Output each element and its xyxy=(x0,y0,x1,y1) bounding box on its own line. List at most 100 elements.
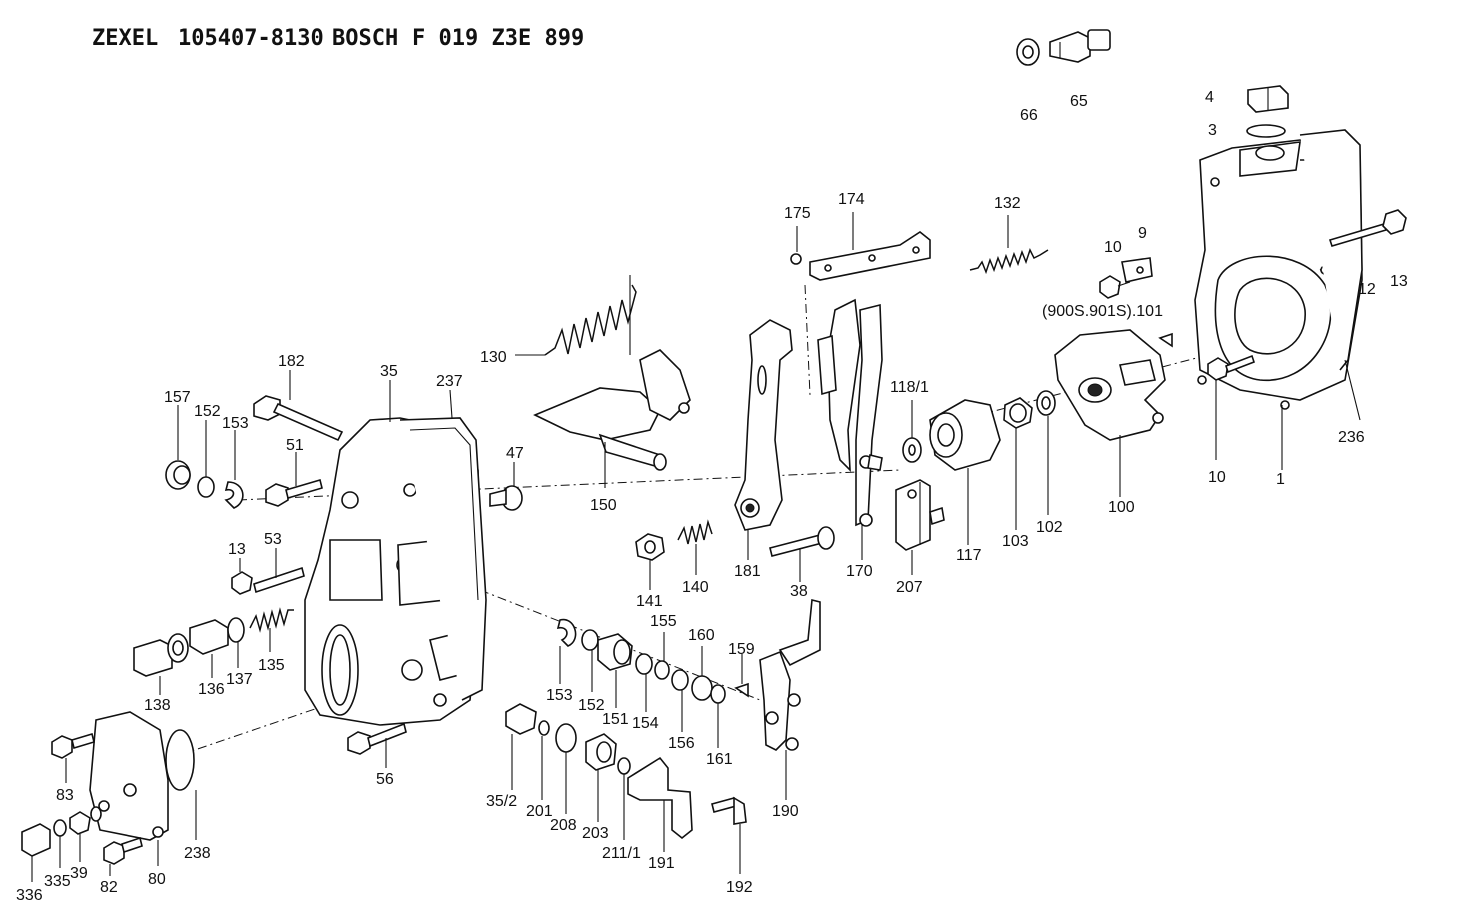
part-208-circlip xyxy=(555,723,577,814)
part-13-nut-right xyxy=(1382,209,1407,235)
callout-238: 238 xyxy=(184,845,211,862)
part-53-stud xyxy=(253,548,305,594)
callout-39: 39 xyxy=(70,865,88,882)
part-154-washer xyxy=(635,653,653,712)
header-brand2: BOSCH xyxy=(332,26,398,51)
callout-182: 182 xyxy=(278,353,305,370)
callout-35: 35 xyxy=(380,363,398,380)
callout-82: 82 xyxy=(100,879,118,896)
part-138-cap-nut xyxy=(133,639,173,695)
part-39-nut xyxy=(69,806,102,862)
callout-141: 141 xyxy=(636,593,663,610)
callout-150: 150 xyxy=(590,497,617,514)
callout-80: 80 xyxy=(148,871,166,888)
callout-900s-901s-101: (900S.901S).101 xyxy=(1042,303,1163,320)
callout-154: 154 xyxy=(632,715,659,732)
part-3-o-ring xyxy=(1246,124,1286,138)
callout-153-lower: 153 xyxy=(546,687,573,704)
part-10-bolt-lower xyxy=(1207,354,1256,460)
part-102-washer xyxy=(1036,390,1056,515)
callout-83: 83 xyxy=(56,787,74,804)
callout-203: 203 xyxy=(582,825,609,842)
part-201-washer xyxy=(538,720,550,800)
header-bosch-no: F 019 Z3E 899 xyxy=(412,26,584,51)
callout-47: 47 xyxy=(506,445,524,462)
part-51-bolt xyxy=(265,452,323,507)
part-160-sleeve xyxy=(691,646,713,701)
part-170-tensioning-lever xyxy=(817,298,883,560)
callout-159: 159 xyxy=(728,641,755,658)
part-9-clamp xyxy=(1121,257,1153,283)
header: ZEXEL 105407-8130 BOSCH F 019 Z3E 899 xyxy=(92,26,584,51)
part-13-nut-left xyxy=(231,558,253,595)
part-156-washer xyxy=(671,669,689,732)
part-65-banjo-bolt xyxy=(1049,29,1111,63)
callout-140: 140 xyxy=(682,579,709,596)
callout-161: 161 xyxy=(706,751,733,768)
header-brand1: ZEXEL xyxy=(92,26,158,51)
part-136-washer xyxy=(167,633,189,663)
callout-3: 3 xyxy=(1208,122,1217,139)
part-100-flyweight-assembly xyxy=(1054,329,1166,497)
part-47-plug xyxy=(489,462,523,511)
part-118-1-washer xyxy=(902,400,922,463)
callout-118-1: 118/1 xyxy=(890,379,929,396)
callout-136: 136 xyxy=(198,681,225,698)
callout-208: 208 xyxy=(550,817,577,834)
part-157-plug xyxy=(165,405,191,490)
callout-65: 65 xyxy=(1070,93,1088,110)
callout-211-1: 211/1 xyxy=(602,845,641,862)
callout-192: 192 xyxy=(726,879,753,896)
callout-13-right: 13 xyxy=(1390,273,1408,290)
part-238-o-ring xyxy=(165,729,197,840)
part-151-bushing xyxy=(597,633,633,708)
callout-117: 117 xyxy=(956,547,982,564)
callout-132: 132 xyxy=(994,195,1021,212)
part-182-bolt xyxy=(253,370,344,442)
callout-66: 66 xyxy=(1020,107,1038,124)
callout-10-lower: 10 xyxy=(1208,469,1226,486)
callout-102: 102 xyxy=(1036,519,1063,536)
callout-53: 53 xyxy=(264,531,282,548)
callout-335: 335 xyxy=(44,873,71,890)
part-82-screw xyxy=(103,836,143,876)
callout-1: 1 xyxy=(1276,471,1285,488)
callout-170: 170 xyxy=(846,563,873,580)
part-236-gasket xyxy=(1299,129,1363,421)
callout-103: 103 xyxy=(1002,533,1029,550)
callout-100: 100 xyxy=(1108,499,1135,516)
part-174-link-plate xyxy=(809,212,931,281)
part-192-screw xyxy=(711,796,747,874)
callout-4: 4 xyxy=(1205,89,1214,106)
callout-35-2: 35/2 xyxy=(486,793,517,810)
part-336-cap-nut xyxy=(21,823,51,882)
part-4-screw-plug xyxy=(1247,85,1289,113)
callout-190: 190 xyxy=(772,803,799,820)
callout-151: 151 xyxy=(602,711,629,728)
callout-175: 175 xyxy=(784,205,811,222)
callout-191: 191 xyxy=(648,855,675,872)
callout-237: 237 xyxy=(436,373,463,390)
callout-152-upper: 152 xyxy=(194,403,221,420)
part-159-key xyxy=(734,654,749,698)
part-237-gasket xyxy=(399,389,487,701)
part-130-governor-spring xyxy=(515,284,637,356)
callout-153-upper: 153 xyxy=(222,415,249,432)
part-137-nut xyxy=(189,617,245,678)
callout-137: 137 xyxy=(226,671,253,688)
callout-10-upper: 10 xyxy=(1104,239,1122,256)
callout-201: 201 xyxy=(526,803,553,820)
part-175-clip xyxy=(790,226,802,265)
callout-152-lower: 152 xyxy=(578,697,605,714)
part-140-adjusting-screw xyxy=(677,519,713,575)
part-155-o-ring xyxy=(654,632,670,680)
part-132-spring xyxy=(969,215,1049,275)
callout-135: 135 xyxy=(258,657,285,674)
part-117-bearing xyxy=(929,399,1001,545)
callout-138: 138 xyxy=(144,697,171,714)
part-150-control-lever xyxy=(533,275,691,488)
part-135-adjusting-screw xyxy=(249,607,294,652)
part-153-circlip-upper xyxy=(224,430,244,509)
part-38-screw xyxy=(769,526,835,582)
callout-174: 174 xyxy=(838,191,865,208)
